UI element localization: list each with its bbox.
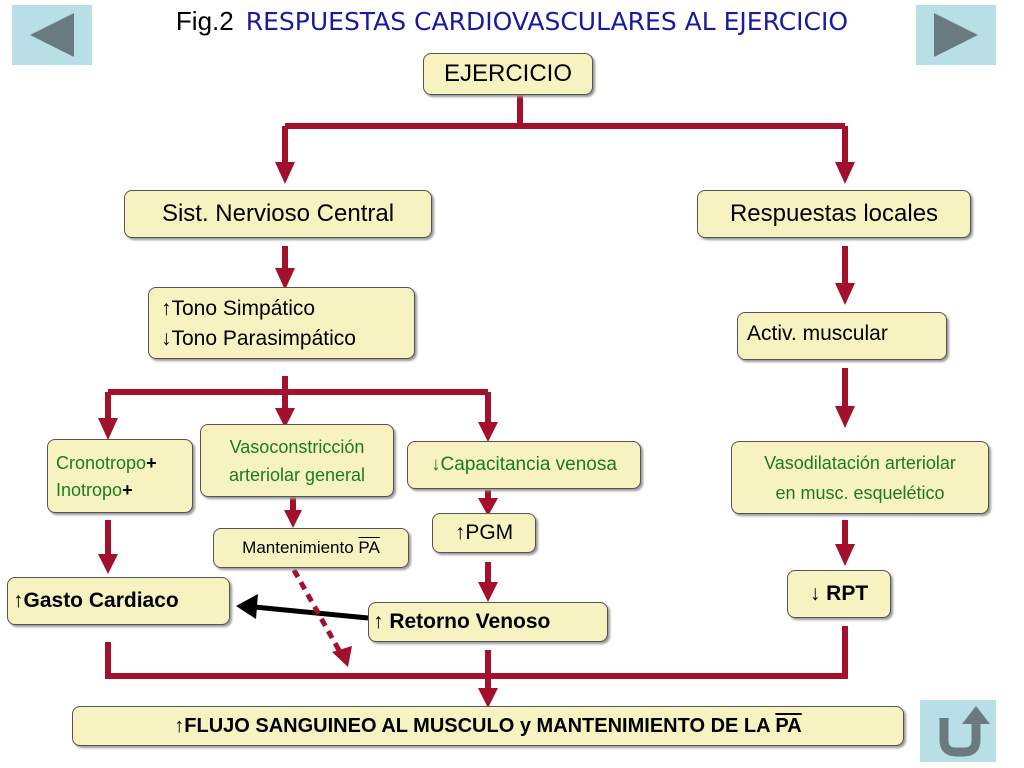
arrowhead-vasodil	[835, 406, 855, 428]
dashed-arrow-mant	[291, 568, 343, 654]
return-button[interactable]	[920, 700, 996, 762]
node-ejercicio: EJERCICIO	[423, 53, 593, 95]
node-vasocons: Vasoconstricción arteriolar general	[200, 424, 394, 497]
node-flujo-pa: PA	[775, 714, 802, 737]
arrowhead-snc	[275, 162, 295, 184]
figure-title: RESPUESTAS CARDIOVASCULARES AL EJERCICIO	[245, 7, 849, 36]
node-tono: ↑Tono Simpático ↓Tono Parasimpático	[148, 287, 415, 359]
node-activ: Activ. muscular	[737, 312, 947, 360]
node-vasodil-line2: en musc. esquelético	[775, 482, 945, 503]
arrowhead-activ	[835, 283, 855, 305]
node-rpt: ↓ RPT	[787, 570, 891, 618]
slide-title: Fig.2 RESPUESTAS CARDIOVASCULARES AL EJER…	[0, 6, 1024, 37]
node-activ-label: Activ. muscular	[747, 322, 888, 345]
node-mant: Mantenimiento PA	[213, 528, 409, 568]
figure-number: Fig.2	[175, 6, 234, 36]
node-gasto-label: ↑Gasto Cardiaco	[13, 589, 179, 612]
arrowhead-crono	[98, 418, 118, 440]
node-locales: Respuestas locales	[697, 190, 971, 238]
node-pgm: ↑PGM	[432, 513, 536, 553]
prev-slide-button[interactable]	[12, 5, 92, 65]
arrowhead-flujo	[478, 688, 498, 708]
arrowhead-locales	[835, 162, 855, 184]
arrowhead-retorno	[478, 582, 498, 602]
node-crono-sign1: +	[146, 453, 157, 473]
node-vasocons-line2: arteriolar general	[228, 464, 366, 485]
arrowhead-mant	[284, 510, 302, 528]
node-ejercicio-label: EJERCICIO	[443, 60, 572, 87]
next-slide-button[interactable]	[916, 5, 996, 65]
node-mant-pa: PA	[358, 538, 380, 557]
triangle-left-icon	[30, 13, 74, 57]
node-crono-line2: Inotropo	[56, 480, 123, 500]
node-crono-line1: Cronotropo	[56, 453, 147, 473]
node-vasodil-line1: Vasodilatación arteriolar	[764, 452, 956, 473]
arrowhead-gasto-black	[236, 594, 258, 619]
node-tono-line2: ↓Tono Parasimpático	[161, 327, 356, 350]
arrowhead-gasto	[98, 554, 118, 574]
node-rpt-label: ↓ RPT	[809, 582, 869, 605]
triangle-right-icon	[934, 13, 978, 57]
dashed-arrowhead-mant	[332, 646, 352, 667]
node-vasodil: Vasodilatación arteriolar en musc. esque…	[731, 441, 989, 514]
arrowhead-capac	[478, 422, 498, 442]
node-crono-sign2: +	[122, 480, 133, 500]
node-pgm-label: ↑PGM	[454, 521, 514, 544]
arrowhead-rpt	[835, 544, 855, 566]
node-capac: ↓Capacitancia venosa	[407, 441, 641, 489]
arrow-retorno-gasto	[253, 604, 369, 621]
node-locales-label: Respuestas locales	[729, 200, 939, 227]
node-tono-line1: ↑Tono Simpático	[161, 297, 316, 320]
node-mant-label: Mantenimiento	[242, 538, 359, 557]
node-snc: Sist. Nervioso Central	[124, 190, 432, 238]
node-snc-label: Sist. Nervioso Central	[161, 200, 395, 227]
node-gasto: ↑Gasto Cardiaco	[7, 577, 230, 625]
arrowhead-pgm	[478, 498, 498, 516]
node-retorno-label: ↑ Retorno Venoso	[373, 610, 551, 633]
arrowhead-tono	[275, 268, 295, 290]
node-retorno: ↑ Retorno Venoso	[368, 602, 608, 642]
u-turn-arrow-icon	[939, 706, 990, 757]
node-flujo-label: ↑FLUJO SANGUINEO AL MUSCULO y MANTENIMIE…	[174, 714, 776, 737]
node-vasocons-line1: Vasoconstricción	[229, 436, 365, 457]
node-capac-label: ↓Capacitancia venosa	[431, 454, 617, 475]
arrowhead-vasocons	[275, 408, 295, 428]
node-flujo: ↑FLUJO SANGUINEO AL MUSCULO y MANTENIMIE…	[72, 706, 904, 746]
node-crono: Cronotropo+ Inotropo+	[47, 439, 193, 513]
